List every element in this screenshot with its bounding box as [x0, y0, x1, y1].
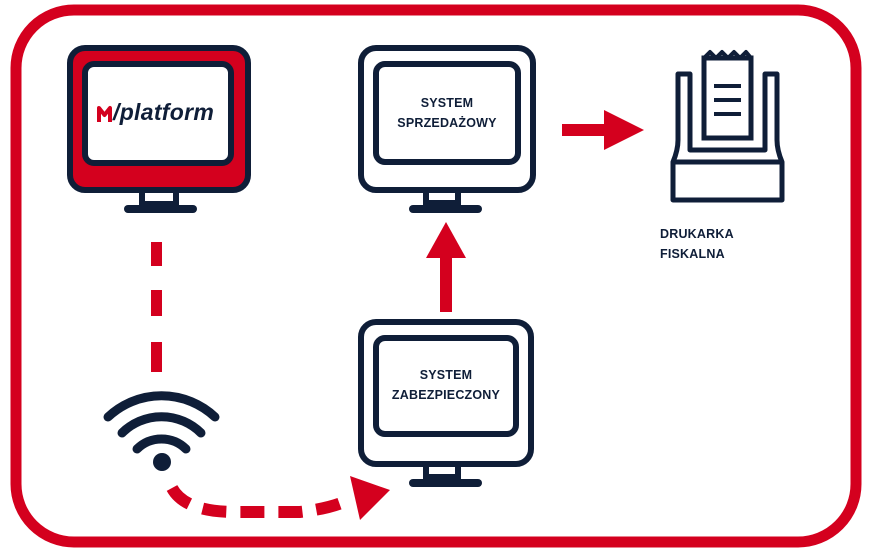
secured-system-monitor [358, 319, 534, 487]
dashed-line-platform-to-wifi [151, 242, 162, 372]
secured-monitor-neck [423, 461, 461, 480]
arrow-secured-to-sales [426, 222, 466, 312]
outer-frame [10, 4, 862, 548]
sales-system-label-line2: SPRZEDAŻOWY [397, 116, 497, 130]
platform-monitor-screen [82, 61, 234, 166]
wifi-icon [103, 391, 220, 471]
secured-system-label-line1: SYSTEM [419, 368, 473, 382]
sales-monitor-screen [373, 61, 521, 165]
dashed-curve-wifi-to-secured [166, 484, 356, 518]
platform-monitor-neck [139, 187, 179, 207]
sales-monitor-neck [423, 187, 461, 206]
sales-system-monitor [358, 45, 536, 213]
arrowhead-into-secured [350, 476, 390, 520]
secured-system-label: SYSTEM ZABEZPIECZONY [376, 365, 516, 405]
sales-system-label-line1: SYSTEM [420, 96, 474, 110]
fiscal-printer-label: DRUKARKA FISKALNA [660, 224, 780, 264]
printer-receipt-tear [702, 50, 753, 60]
fiscal-printer-label-line2: FISKALNA [660, 247, 725, 261]
fiscal-printer-label-line1: DRUKARKA [660, 227, 734, 241]
secured-system-label-line2: ZABEZPIECZONY [391, 388, 501, 402]
sales-system-label: SYSTEM SPRZEDAŻOWY [376, 93, 518, 133]
platform-brand-label: /platform [113, 99, 215, 125]
platform-monitor [67, 45, 251, 213]
fiscal-printer-icon [670, 50, 785, 203]
arrow-sales-to-printer [562, 110, 644, 150]
platform-logo-mark [97, 106, 112, 122]
secured-monitor-screen [373, 335, 519, 437]
